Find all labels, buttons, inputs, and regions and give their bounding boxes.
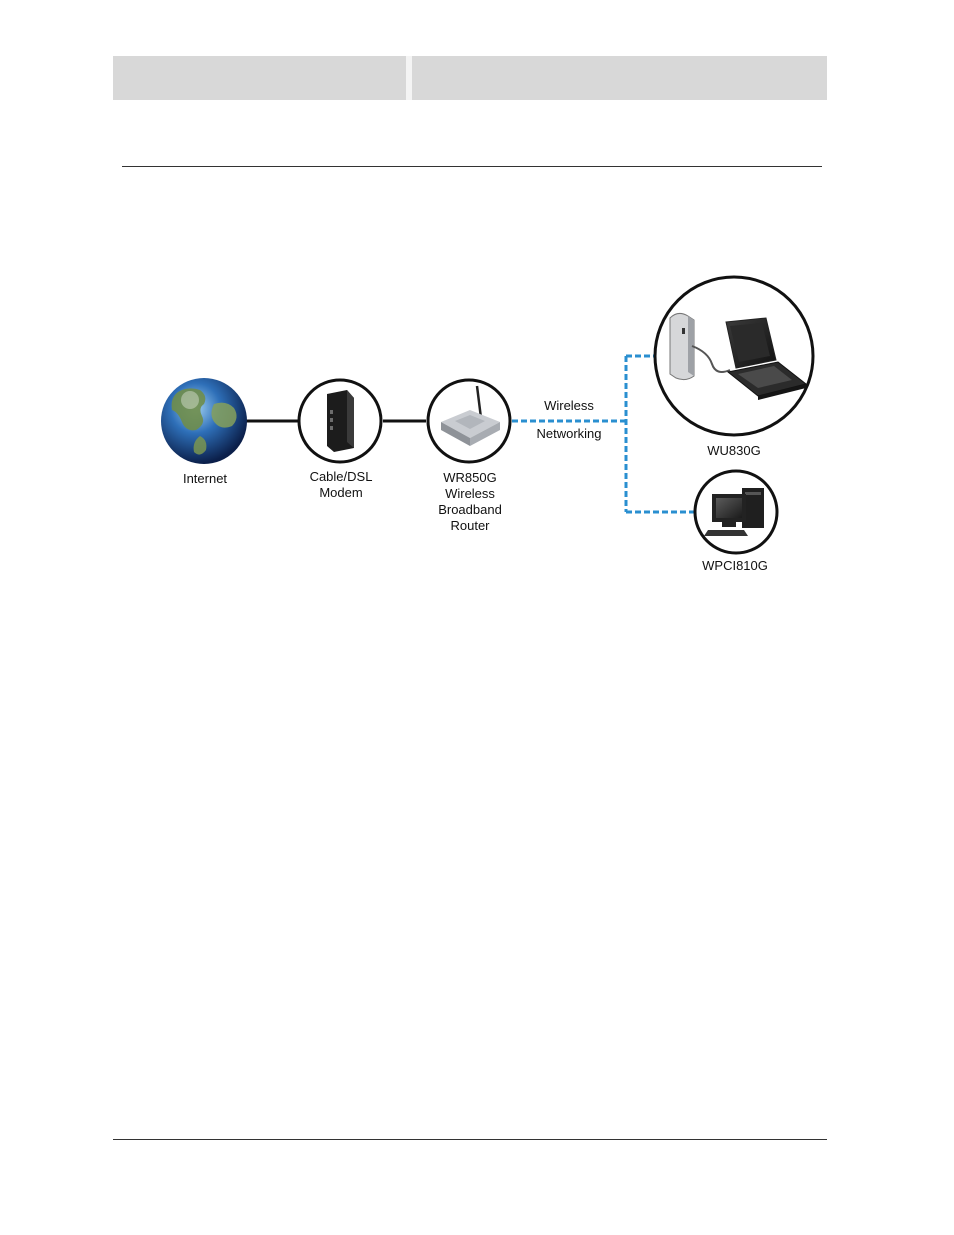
router-label-line1: WR850G [430,470,510,486]
bottom-rule [113,1139,827,1140]
modem-label-line1: Cable/DSL [302,469,380,485]
desktop-label: WPCI810G [690,558,780,574]
modem-label-line2: Modem [302,485,380,501]
router-label-line2: Wireless [430,486,510,502]
modem-icon [299,380,381,462]
laptop-icon [655,277,813,435]
wireless-link-label-line2: Networking [528,426,610,442]
router-label-line3: Broadband [430,502,510,518]
globe-icon [161,378,247,464]
laptop-label: WU830G [696,443,772,459]
router-icon [428,380,510,462]
desktop-icon [695,471,777,553]
router-label-line4: Router [430,518,510,534]
wireless-link-label-line1: Wireless [528,398,610,414]
internet-label: Internet [172,471,238,487]
